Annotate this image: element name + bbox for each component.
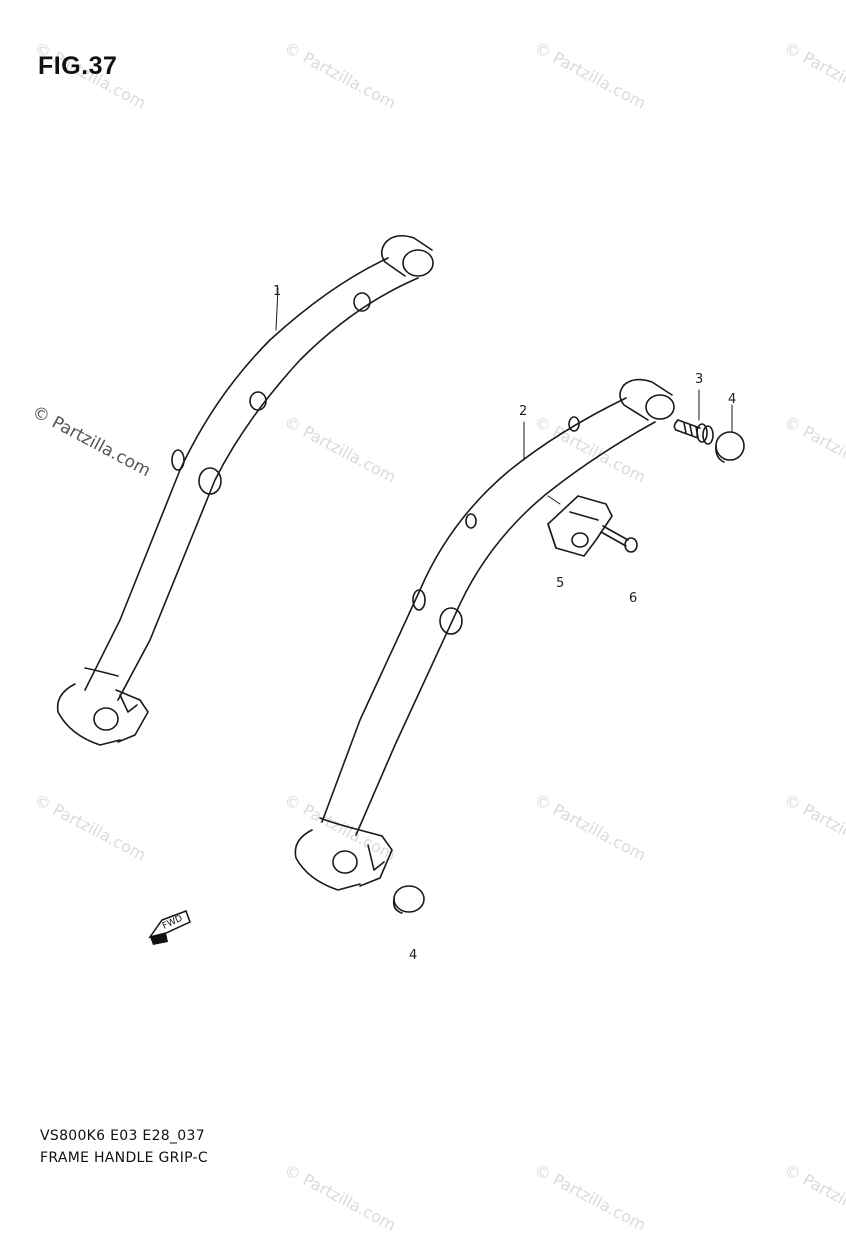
figure-title: FIG.37: [38, 52, 118, 80]
callout-4-lower: 4: [409, 948, 418, 963]
cap-part-4-upper: [715, 431, 745, 463]
handle-grip-left: [56, 234, 434, 746]
bracket-part-5: [547, 495, 613, 557]
callout-1: 1: [273, 284, 282, 299]
screw-part-6: [600, 525, 638, 553]
callout-2: 2: [519, 404, 528, 419]
forward-direction-arrow: FWD: [148, 910, 191, 945]
handle-grip-right: [294, 378, 675, 891]
figure-caption: FRAME HANDLE GRIP-C: [40, 1150, 208, 1166]
exploded-parts-diagram: FWD: [56, 234, 745, 945]
leader-lines: [275, 287, 733, 505]
callout-4: 4: [728, 392, 737, 407]
model-code: VS800K6 E03 E28_037: [40, 1128, 205, 1144]
callout-3: 3: [695, 372, 704, 387]
callout-6: 6: [629, 591, 638, 606]
bolt-part-3: [673, 419, 714, 445]
cap-part-4-lower: [392, 885, 425, 914]
callout-5: 5: [556, 576, 565, 591]
